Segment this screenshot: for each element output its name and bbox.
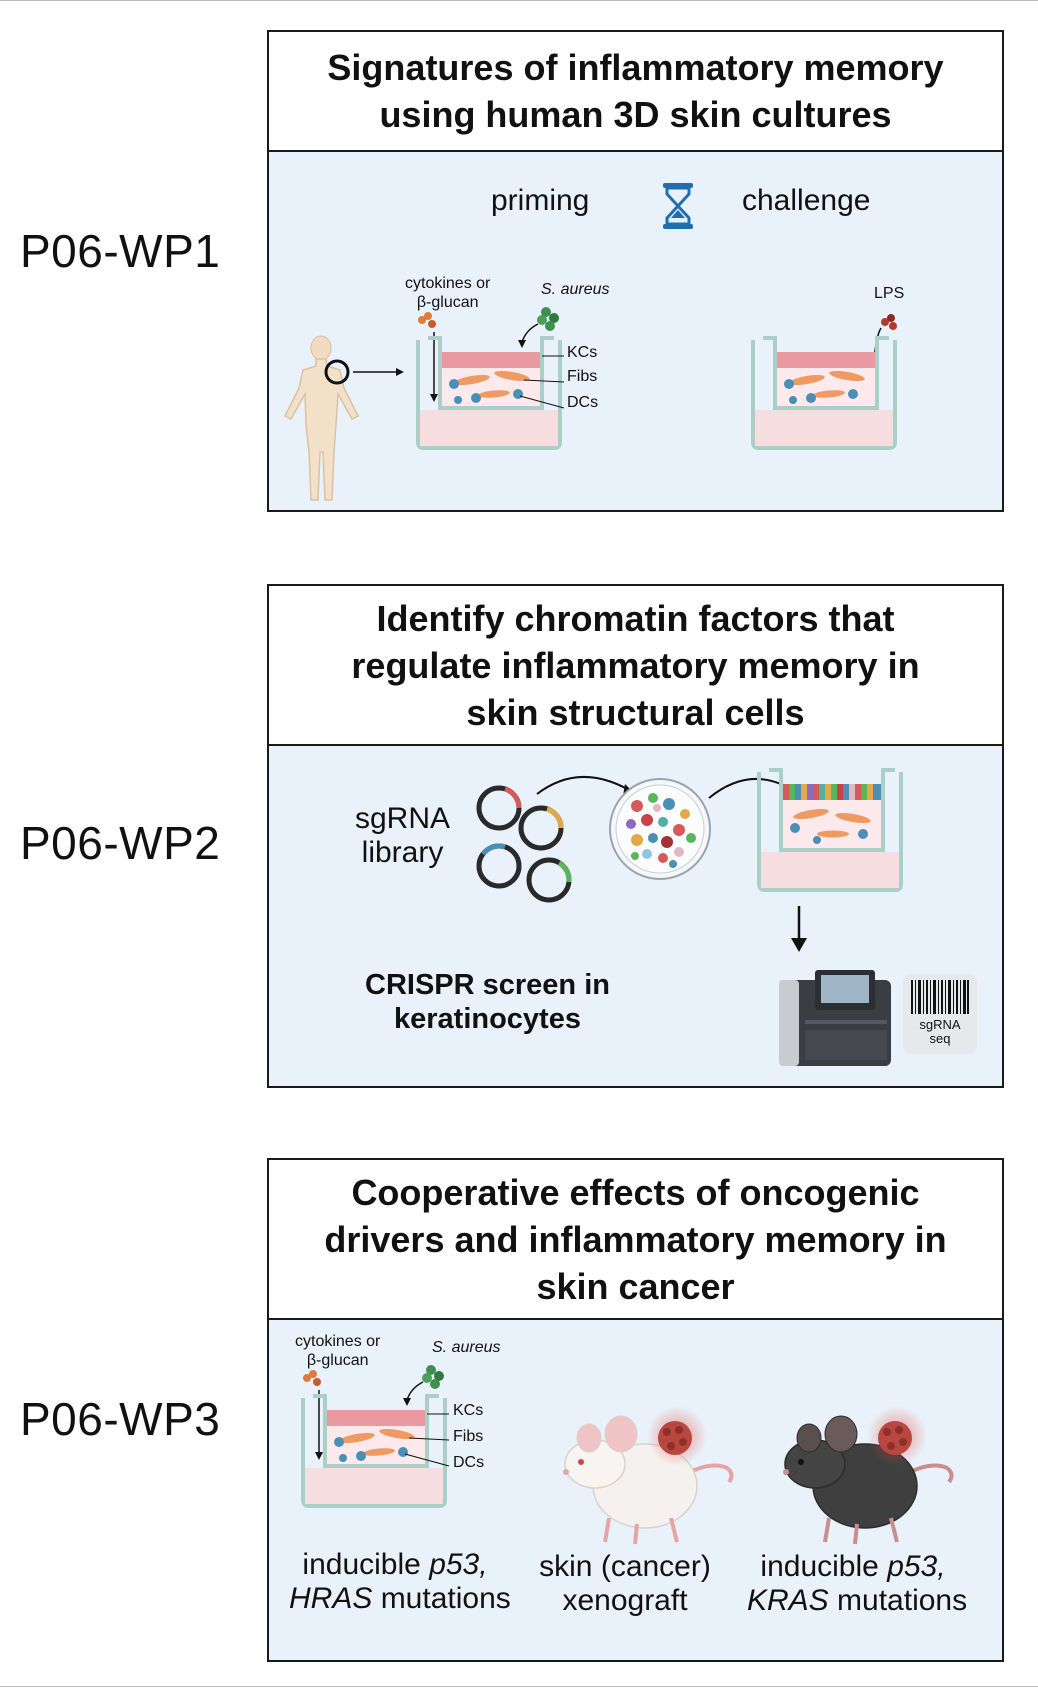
cytokine-icon xyxy=(418,312,436,328)
seq-line1: sgRNA xyxy=(919,1017,961,1032)
caption-kras-line1: inducible p53, xyxy=(760,1550,946,1583)
caption-hras-line1: inducible p53, xyxy=(302,1548,488,1581)
wp3-cytokines-label: cytokines or β-glucan xyxy=(295,1332,380,1370)
wp1-cytokines-label: cytokines or β-glucan xyxy=(405,274,490,312)
wp3-panel: Cooperative effects of oncogenic drivers… xyxy=(267,1158,1004,1662)
challenge-label: challenge xyxy=(742,184,871,217)
wp3-fibs-label: Fibs xyxy=(453,1428,484,1445)
wp2-label: P06-WP2 xyxy=(20,817,221,869)
sgrna-seq-label: sgRNA seq xyxy=(903,1018,977,1046)
caption-kras: inducible p53, KRAS mutations xyxy=(747,1550,968,1618)
wp1-title: Signatures of inflammatory memory using … xyxy=(269,32,1002,152)
sgrna-seq-card: sgRNA seq xyxy=(903,974,977,1054)
wp1-cytokines-line2: β-glucan xyxy=(416,294,479,311)
priming-label: priming xyxy=(491,184,590,217)
black-mouse-icon xyxy=(783,1406,954,1545)
wp1-fibs-label: Fibs xyxy=(567,368,598,385)
wp2-transwell xyxy=(757,768,903,892)
wp1-transwell-challenge xyxy=(751,314,897,450)
seq-line2: seq xyxy=(929,1031,951,1046)
wp1-body: priming challenge cytokines or β-glucan … xyxy=(269,152,1002,510)
wp2-title-line3: skin structural cells xyxy=(466,691,805,733)
wp3-title-line1: Cooperative effects of oncogenic xyxy=(351,1171,920,1213)
wp2-title-line2: regulate inflammatory memory in xyxy=(351,644,920,686)
wp1-transwell-priming xyxy=(416,307,565,450)
wp3-dcs-label: DCs xyxy=(453,1454,485,1471)
plasmid-library-icon xyxy=(476,785,572,903)
caption-xenograft-line1: skin (cancer) xyxy=(539,1550,711,1583)
down-arrow xyxy=(791,906,807,952)
caption-hras: inducible p53, HRAS mutations xyxy=(289,1548,511,1616)
crispr-screen-label: CRISPR screen in keratinocytes xyxy=(365,968,610,1036)
wp3-label: P06-WP3 xyxy=(20,1393,221,1445)
top-rule xyxy=(0,0,1038,1)
wp2-title-line1: Identify chromatin factors that xyxy=(376,597,895,639)
sgrna-library-label: sgRNA library xyxy=(355,802,450,870)
hourglass-icon xyxy=(663,183,693,229)
wp3-title: Cooperative effects of oncogenic drivers… xyxy=(269,1160,1002,1320)
caption-xenograft: skin (cancer) xenograft xyxy=(535,1550,715,1618)
sgrna-line2: library xyxy=(361,836,444,869)
wp2-panel: Identify chromatin factors that regulate… xyxy=(267,584,1004,1088)
wp1-kcs-label: KCs xyxy=(567,344,598,361)
lps-icon xyxy=(881,314,897,330)
s-aureus-icon xyxy=(422,1365,444,1389)
cytokine-icon xyxy=(303,1370,321,1386)
sequencer-icon xyxy=(779,970,891,1066)
wp3-title-line3: skin cancer xyxy=(536,1265,735,1307)
wp1-label: P06-WP1 xyxy=(20,225,221,277)
wp1-dcs-label: DCs xyxy=(567,394,599,411)
human-body-icon xyxy=(283,335,404,501)
wp3-title-line2: drivers and inflammatory memory in xyxy=(324,1218,947,1260)
s-aureus-icon xyxy=(537,307,559,331)
bottom-rule xyxy=(0,1686,1038,1687)
wp1-title-line2: using human 3D skin cultures xyxy=(379,94,892,135)
cell-culture-dish-icon xyxy=(609,778,711,880)
wp2-title: Identify chromatin factors that regulate… xyxy=(269,586,1002,746)
wp1-lps-label: LPS xyxy=(874,285,905,302)
wp3-kcs-label: KCs xyxy=(453,1402,484,1419)
caption-hras-line2: HRAS mutations xyxy=(289,1582,511,1615)
wp1-title-line1: Signatures of inflammatory memory xyxy=(327,47,944,88)
wp3-s-aureus-label: S. aureus xyxy=(432,1339,501,1356)
wp3-transwell xyxy=(301,1365,450,1508)
caption-kras-line2: KRAS mutations xyxy=(747,1584,968,1617)
wp1-panel: Signatures of inflammatory memory using … xyxy=(267,30,1004,512)
sgrna-line1: sgRNA xyxy=(355,802,451,835)
wp3-body: cytokines or β-glucan S. aureus xyxy=(269,1320,1002,1660)
wp2-body: sgRNA library xyxy=(269,746,1002,1086)
wp1-s-aureus-label: S. aureus xyxy=(541,281,610,298)
wp1-cytokines-line1: cytokines or xyxy=(405,275,491,292)
crispr-line1: CRISPR screen in xyxy=(365,969,610,1001)
caption-xenograft-line2: xenograft xyxy=(562,1584,688,1617)
crispr-line2: keratinocytes xyxy=(393,1003,581,1035)
white-mouse-icon xyxy=(563,1406,734,1545)
wp3-cytokines-line1: cytokines or xyxy=(295,1333,381,1350)
barcode-icon xyxy=(911,980,969,1014)
wp3-cytokines-line2: β-glucan xyxy=(306,1352,369,1369)
